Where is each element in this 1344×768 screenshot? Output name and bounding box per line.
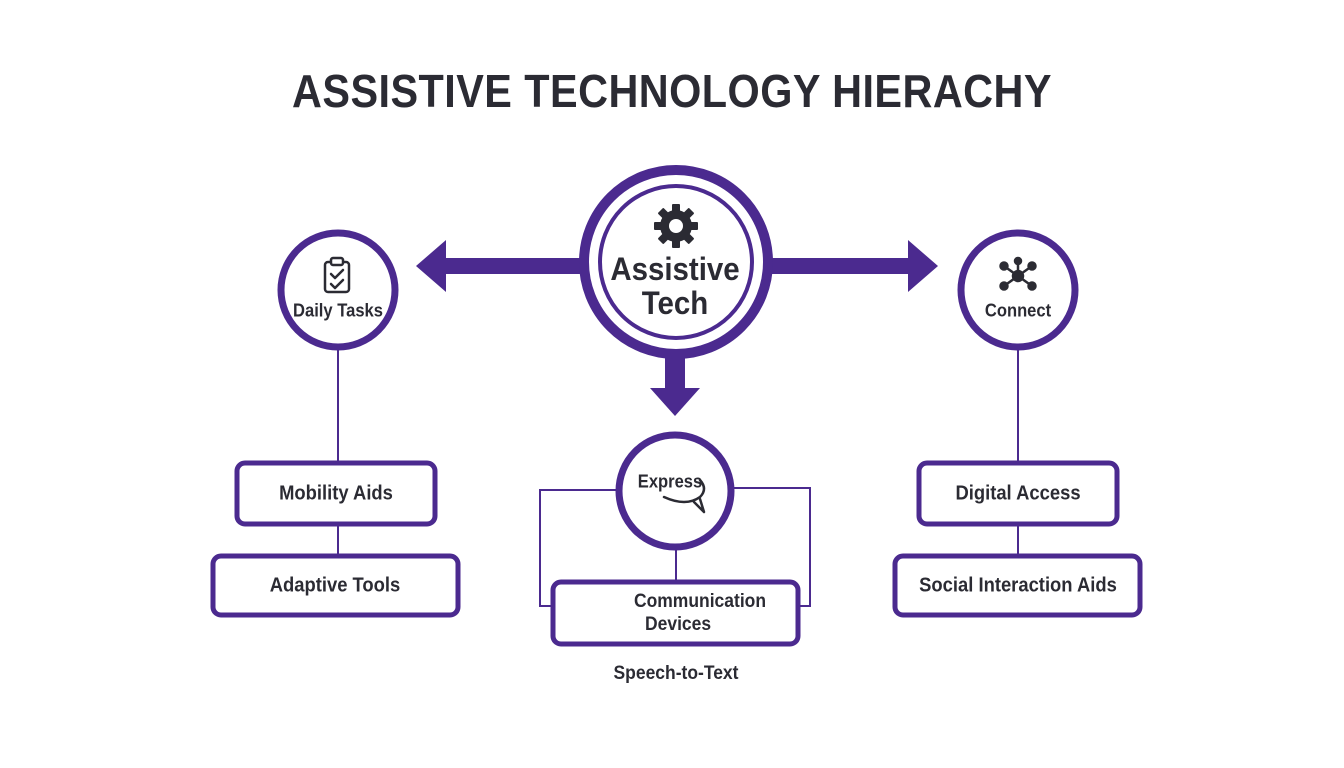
arrow-right <box>762 240 938 292</box>
mobility-aids-box <box>234 460 438 527</box>
connect-label: Connect <box>984 300 1052 321</box>
arrow-left <box>416 240 586 292</box>
network-hub-icon <box>999 256 1037 291</box>
speech-bubble-icon <box>662 478 706 514</box>
arrow-down <box>650 348 700 416</box>
communication-devices-label: Communication Devices <box>634 590 766 636</box>
connector-lines <box>337 350 1019 607</box>
digital-access-label: Digital Access <box>955 482 1081 505</box>
mobility-aids-label: Mobility Aids <box>279 482 393 505</box>
connect-node <box>957 229 1079 351</box>
social-interaction-aids-box <box>892 553 1143 618</box>
hub-label: Assistive Tech <box>610 252 739 320</box>
express-label: Express <box>637 471 703 492</box>
hub-label-line2: Tech <box>641 285 709 321</box>
digital-access-box <box>916 460 1120 527</box>
adaptive-tools-box <box>210 553 461 618</box>
communication-devices-line2: Devices <box>645 614 712 635</box>
adaptive-tools-label: Adaptive Tools <box>269 574 401 597</box>
social-interaction-aids-label: Social Interaction Aids <box>919 574 1117 597</box>
clipboard-check-icon <box>323 256 351 294</box>
communication-devices-line1: Communication <box>633 591 767 612</box>
hub-node <box>579 165 773 359</box>
daily-tasks-node <box>277 229 399 351</box>
daily-tasks-label: Daily Tasks <box>293 300 383 321</box>
express-node <box>615 431 735 551</box>
hub-label-line1: Assistive <box>610 251 740 287</box>
gear-icon <box>654 204 698 248</box>
communication-devices-box <box>550 579 801 647</box>
speech-to-text-note: Speech-to-Text <box>613 663 739 684</box>
diagram-title: ASSISTIVE TECHNOLOGY HIERACHY <box>292 65 1052 117</box>
